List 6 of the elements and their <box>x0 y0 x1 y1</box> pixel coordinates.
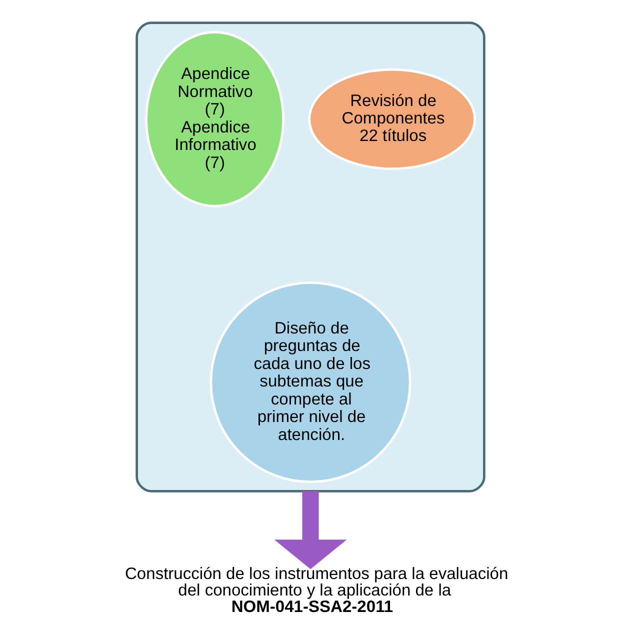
node-ellipse: Apendice Normativo (7) Apendice Informativo (7) <box>145 31 284 208</box>
node-ellipse: Revisión de Componentes 22 títulos <box>308 68 476 170</box>
cluster <box>136 22 486 492</box>
arrow <box>274 491 347 570</box>
node-text: Construcción de los instrumentos para la evaluación del conocimiento y la aplicación de la NOM-041-SSA2-2011 <box>124 564 508 616</box>
node-circle: Diseño de preguntas de cada uno de los subtemas que compete al primer nivel de atención. <box>210 281 412 484</box>
